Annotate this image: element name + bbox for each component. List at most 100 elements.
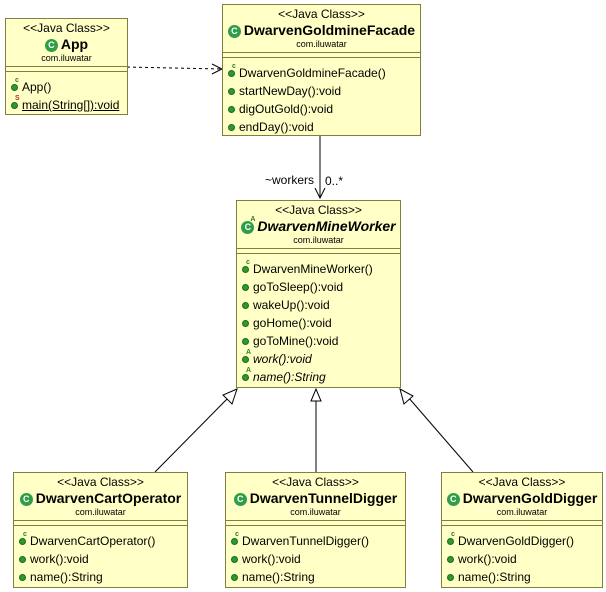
attributes-compartment — [6, 66, 127, 71]
method-item[interactable]: work():void — [447, 550, 602, 568]
package-name: com.iluwatar — [290, 507, 341, 517]
public-method-icon — [228, 70, 235, 77]
package-name: com.iluwatar — [41, 53, 92, 63]
class-icon: C — [19, 493, 33, 506]
class-icon: C — [44, 39, 58, 52]
public-method-icon — [447, 538, 454, 545]
generalization-edge-cart — [154, 388, 238, 473]
methods-divider — [14, 525, 187, 530]
attributes-compartment — [226, 520, 405, 525]
attributes-compartment — [442, 520, 602, 525]
package-name: com.iluwatar — [75, 507, 126, 517]
attributes-compartment — [223, 52, 420, 57]
method-item[interactable]: name():String — [19, 568, 187, 586]
method-item[interactable]: digOutGold():void — [228, 100, 420, 118]
public-method-icon — [242, 302, 249, 309]
association-multiplicity: 0..* — [325, 174, 344, 188]
method-item[interactable]: work():void — [19, 550, 187, 568]
class-icon: C — [233, 493, 247, 506]
method-item[interactable]: name():String — [231, 568, 405, 586]
method-item[interactable]: work():void — [231, 550, 405, 568]
public-method-icon — [447, 574, 454, 581]
method-item[interactable]: startNewDay():void — [228, 82, 420, 100]
stereotype: <<Java Class>> — [272, 475, 359, 489]
public-method-icon — [242, 266, 249, 273]
public-method-icon — [19, 574, 26, 581]
stereotype: <<Java Class>> — [278, 7, 365, 21]
generalization-edge-gold — [399, 388, 474, 473]
public-method-icon — [242, 356, 249, 363]
package-name: com.iluwatar — [296, 39, 347, 49]
public-method-icon — [242, 338, 249, 345]
dependency-edge — [126, 63, 224, 75]
public-method-icon — [19, 538, 26, 545]
public-method-icon — [228, 88, 235, 95]
method-item[interactable]: goToMine():void — [242, 332, 400, 350]
public-method-icon — [242, 374, 249, 381]
methods-divider — [223, 57, 420, 62]
public-method-icon — [231, 556, 238, 563]
methods-divider — [237, 253, 400, 258]
public-method-icon — [228, 124, 235, 131]
class-icon: C — [227, 25, 241, 38]
method-item[interactable]: endDay():void — [228, 118, 420, 136]
method-item[interactable]: goToSleep():void — [242, 278, 400, 296]
public-method-icon — [231, 574, 238, 581]
public-method-icon — [11, 102, 18, 109]
public-method-icon — [447, 556, 454, 563]
methods-divider — [6, 71, 127, 76]
public-method-icon — [242, 320, 249, 327]
stereotype: <<Java Class>> — [23, 21, 110, 35]
public-method-icon — [228, 106, 235, 113]
public-method-icon — [231, 538, 238, 545]
package-name: com.iluwatar — [293, 235, 344, 245]
association-role: ~workers — [265, 173, 315, 187]
stereotype: <<Java Class>> — [57, 475, 144, 489]
public-method-icon — [19, 556, 26, 563]
method-item[interactable]: name():String — [447, 568, 602, 586]
methods-divider — [442, 525, 602, 530]
public-method-icon — [11, 84, 18, 91]
attributes-compartment — [14, 520, 187, 525]
association-edge — [314, 136, 326, 200]
class-icon: C — [446, 493, 460, 506]
package-name: com.iluwatar — [496, 507, 548, 517]
public-method-icon — [242, 284, 249, 291]
attributes-compartment — [237, 248, 400, 253]
stereotype: <<Java Class>> — [478, 475, 566, 489]
method-item[interactable]: goHome():void — [242, 314, 400, 332]
methods-divider — [226, 525, 405, 530]
method-item[interactable]: wakeUp():void — [242, 296, 400, 314]
stereotype: <<Java Class>> — [275, 203, 362, 217]
generalization-edge-tunnel — [310, 387, 322, 472]
